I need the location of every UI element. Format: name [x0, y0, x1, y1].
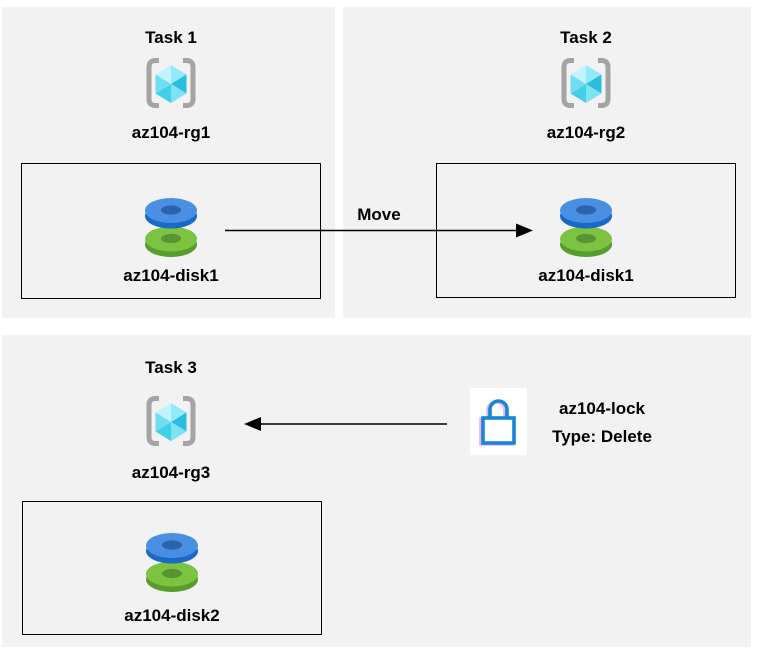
managed-disk-icon [141, 195, 201, 259]
panel-task3: Task 3 az104-rg3 az104-disk2 [2, 335, 751, 647]
resource-group-icon [144, 393, 198, 449]
resource-group-label: az104-rg2 [546, 123, 626, 142]
resource-box: az104-disk2 [22, 501, 322, 635]
resource-box: az104-disk1 [436, 163, 736, 298]
task1-title: Task 1 [145, 28, 197, 47]
move-arrow-label: Move [357, 205, 401, 224]
lock-name-label: az104-lock [559, 399, 645, 418]
lock-labels: az104-lock Type: Delete [534, 395, 670, 451]
panel-task2: Task 2 az104-rg2 az104-disk1 [343, 7, 751, 318]
lock-type-label: Type: Delete [552, 427, 652, 446]
resource-group-icon [144, 55, 198, 111]
disk-label: az104-disk1 [123, 266, 219, 285]
task3-title: Task 3 [145, 358, 197, 377]
resource-box: az104-disk1 [21, 163, 321, 299]
resource-group-label: az104-rg3 [131, 463, 211, 482]
task2-title: Task 2 [560, 28, 612, 47]
resource-group-icon [559, 55, 613, 111]
managed-disk-icon [142, 530, 202, 594]
disk-label: az104-disk1 [538, 266, 634, 285]
panel-task1: Task 1 az104-rg1 az104-disk1 [2, 7, 335, 318]
managed-disk-icon [556, 195, 616, 259]
resource-group-label: az104-rg1 [131, 123, 211, 142]
disk-label: az104-disk2 [124, 606, 220, 625]
lock-icon [470, 388, 527, 455]
